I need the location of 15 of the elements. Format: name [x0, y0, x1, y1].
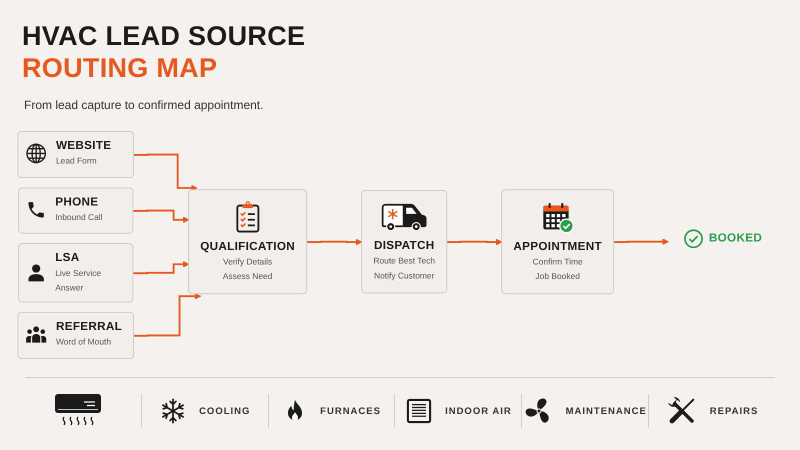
- arrow: [447, 238, 502, 246]
- arrow: [134, 293, 202, 337]
- arrow: [133, 261, 190, 274]
- arrow: [134, 154, 198, 192]
- category-label: COOLING: [199, 406, 250, 416]
- node-label: BOOKED: [708, 232, 762, 245]
- arrow: [614, 238, 669, 245]
- category-label: REPAIRS: [710, 406, 758, 416]
- arrow: [133, 210, 190, 224]
- category-label: FURNACES: [320, 406, 381, 416]
- title: HVAC LEAD SOURCE ROUTING MAP: [22, 20, 306, 84]
- category-label: MAINTENANCE: [566, 406, 647, 416]
- arrow: [307, 238, 362, 246]
- category-label: INDOOR AIR: [445, 406, 512, 416]
- subtitle: From lead capture to confirmed appointment.: [24, 98, 264, 112]
